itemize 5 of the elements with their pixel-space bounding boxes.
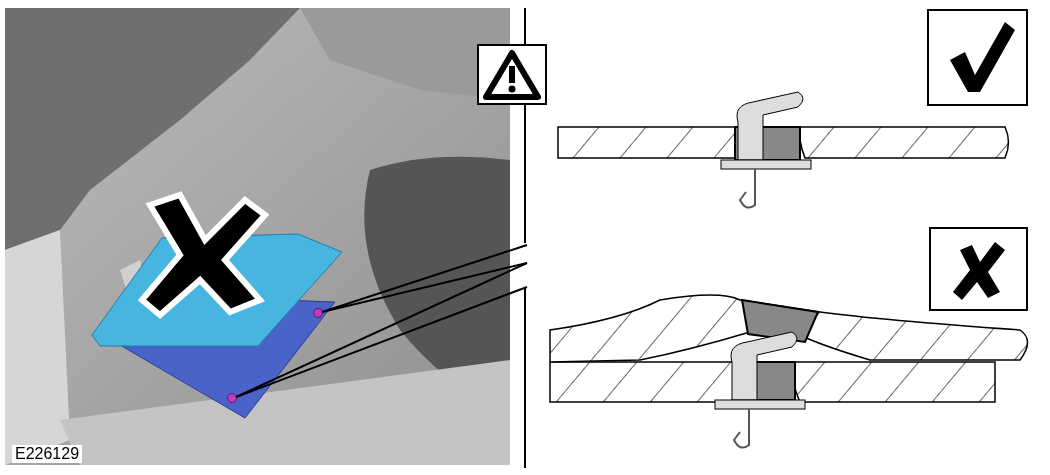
clip-pin: [313, 308, 323, 318]
figure-number: E226129: [12, 445, 83, 463]
leader-line: [235, 262, 528, 398]
clip-pin: [227, 393, 237, 403]
leader-line: [321, 244, 528, 313]
